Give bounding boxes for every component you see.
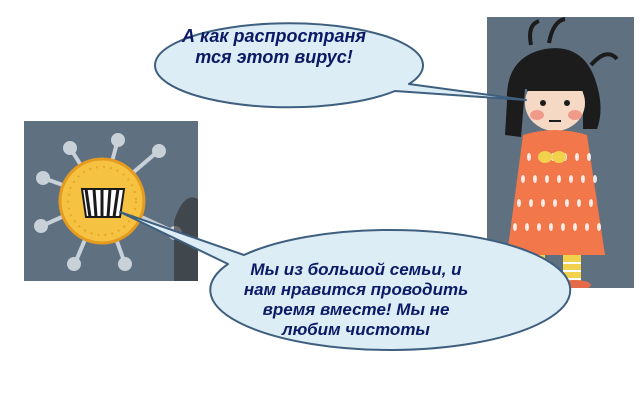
bubble-top-text: А как распространятся этот вирус! [182, 26, 366, 68]
virus-illustration [24, 121, 198, 281]
bubble-bottom-text: Мы из большой семьи, и нам нравится пров… [243, 260, 469, 340]
virus-character-icon [34, 133, 198, 281]
bubble-top-shape [154, 22, 527, 109]
bubble-bottom-shape [119, 211, 572, 351]
